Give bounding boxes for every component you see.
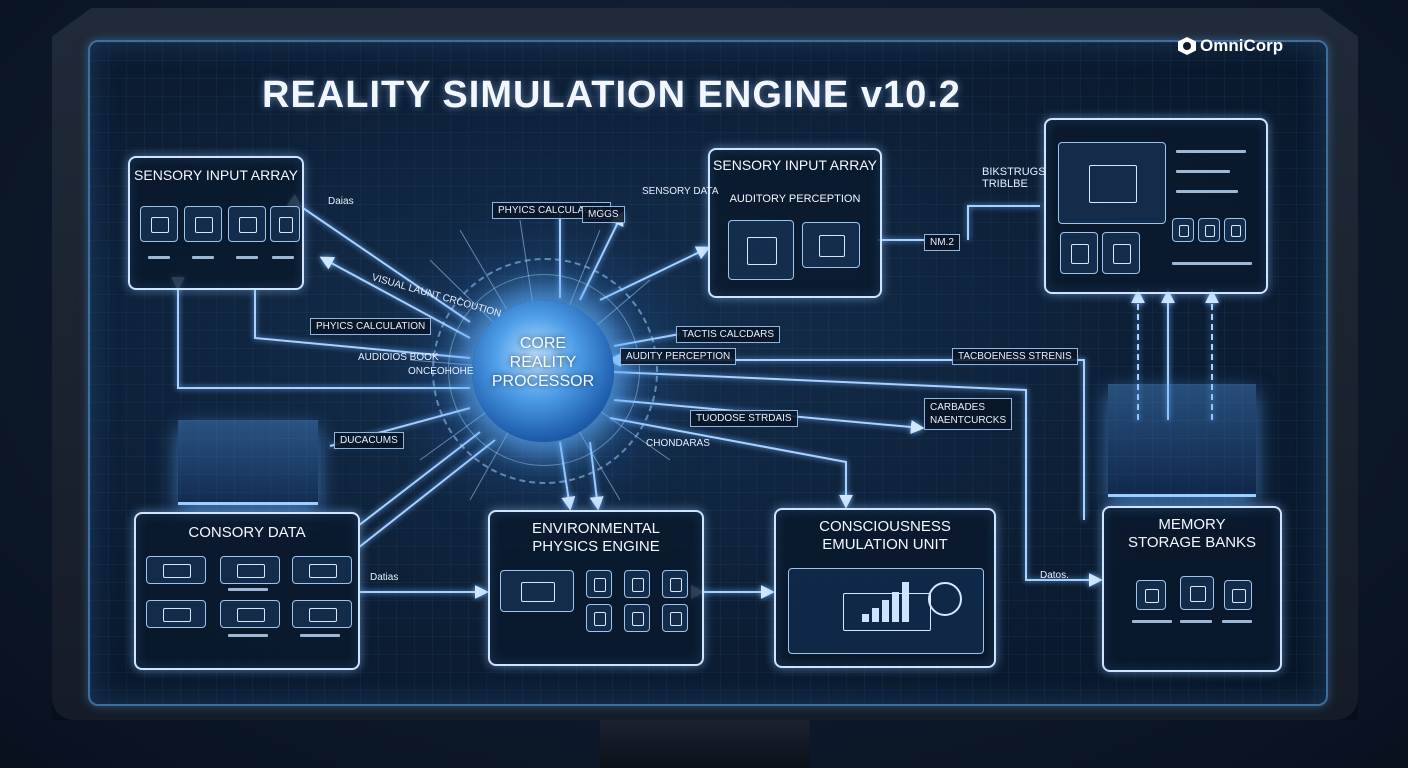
- panel-consory-data[interactable]: CONSORY DATA: [134, 512, 360, 670]
- data-tile-2: [220, 556, 280, 584]
- sensor-icon-2: [184, 206, 222, 242]
- panel-title: CONSORY DATA: [188, 524, 306, 541]
- brand-logo: OmniCorp: [1178, 36, 1283, 56]
- wire-monitor-nm: [967, 205, 1040, 240]
- panel-consciousness-emulation-unit[interactable]: CONSCIOUSNESS EMULATION UNIT: [774, 508, 996, 668]
- monitor-icon-1: [1172, 218, 1194, 242]
- data-tile-3: [292, 556, 352, 584]
- label-chondaras: CHONDARAS: [646, 438, 710, 449]
- core-inner-ring: [448, 274, 640, 466]
- hologram-left: [178, 420, 318, 505]
- label-data-bottom-right: Datos.: [1040, 570, 1069, 581]
- data-tile-4: [146, 600, 206, 628]
- monitor-icon-4: [1060, 232, 1098, 274]
- brand-name: OmniCorp: [1200, 36, 1284, 55]
- panel-title: SENSORY INPUT ARRAY: [713, 157, 877, 173]
- physics-tile-2: [624, 570, 650, 598]
- label-tactile-calc: TACTIS CALCDARS: [676, 326, 781, 343]
- memory-icon-3: [1224, 580, 1252, 610]
- sensor-icon-4: [270, 206, 300, 242]
- label-tuodose: TUODOSE STRDAIS: [690, 410, 798, 427]
- memory-icon-1: [1136, 580, 1166, 610]
- label-audio-book: AUDIOIOS BOOK: [358, 352, 439, 363]
- label-tacboeness: TACBOENESS STRENIS: [952, 348, 1078, 365]
- wire-sensory-left-core: [286, 193, 471, 323]
- core-outer-ring: [432, 258, 658, 484]
- label-sensory-data: SENSORY DATA: [642, 186, 719, 197]
- panel-title: ENVIRONMENTAL PHYSICS ENGINE: [531, 520, 661, 555]
- panel-sensory-input-left[interactable]: SENSORY INPUT ARRAY: [128, 156, 304, 290]
- monitor-icon-2: [1198, 218, 1220, 242]
- panel-system-monitor[interactable]: [1044, 118, 1268, 294]
- label-carbades: CARBADES NAENTCURCKS: [924, 398, 1013, 430]
- panel-subtitle: AUDITORY PERCEPTION: [729, 193, 861, 205]
- physics-tile-5: [624, 604, 650, 632]
- wire-consory-core: [357, 431, 481, 527]
- label-physics-calc-left: PHYICS CALCULATION: [310, 318, 432, 335]
- wire-memory-core: [607, 353, 1085, 520]
- sensor-icon-1: [140, 206, 178, 242]
- monitor-icon-3: [1224, 218, 1246, 242]
- label-data-top-left: Daias: [328, 196, 354, 207]
- data-tile-1: [146, 556, 206, 584]
- panel-sensory-input-right[interactable]: SENSORY INPUT ARRAY AUDITORY PERCEPTION: [708, 148, 882, 298]
- panel-memory-storage-banks[interactable]: MEMORY STORAGE BANKS: [1102, 506, 1282, 672]
- waveform-display: [728, 220, 794, 280]
- user-head-icon: [928, 582, 962, 616]
- core-label: CORE REALITY PROCESSOR: [491, 335, 595, 390]
- label-nm2: NM.2: [924, 234, 960, 251]
- audio-meter-display: [802, 222, 860, 268]
- omnicorp-logo-icon: [1178, 37, 1196, 55]
- bar-chart-icon: [862, 582, 912, 622]
- physics-tile-main: [500, 570, 574, 612]
- hologram-right: [1108, 384, 1256, 497]
- label-bikstrugs: BIKSTRUGS TRIBLBE: [982, 166, 1046, 190]
- panel-title: CONSCIOUSNESS EMULATION UNIT: [819, 518, 951, 553]
- panel-title: SENSORY INPUT ARRAY: [134, 167, 298, 183]
- label-onc: ONCEOHOHE: [408, 366, 474, 377]
- physics-tile-1: [586, 570, 612, 598]
- data-tile-5: [220, 600, 280, 628]
- page-title: REALITY SIMULATION ENGINE v10.2: [262, 74, 961, 116]
- sensor-icon-3: [228, 206, 266, 242]
- monitor-screen: [1058, 142, 1166, 224]
- physics-tile-4: [586, 604, 612, 632]
- label-data-bottom-left: Datias: [370, 572, 399, 583]
- wire-core-conscious: [609, 417, 853, 509]
- wire-core-memory2: [613, 371, 1103, 587]
- memory-icon-2: [1180, 576, 1214, 610]
- physics-tile-6: [662, 604, 688, 632]
- panel-title: MEMORY STORAGE BANKS: [1127, 516, 1257, 551]
- label-auditory-perception: AUDITY PERCEPTION: [620, 348, 737, 365]
- wire-left-loop: [171, 276, 470, 389]
- label-msgs: MGGS: [582, 206, 625, 223]
- monitor-icon-5: [1102, 232, 1140, 274]
- core-reality-processor[interactable]: [472, 300, 614, 442]
- panel-environmental-physics-engine[interactable]: ENVIRONMENTAL PHYSICS ENGINE: [488, 510, 704, 666]
- wire-left-loop2: [254, 290, 471, 359]
- physics-tile-3: [662, 570, 688, 598]
- label-ducacums: DUCACUMS: [334, 432, 404, 449]
- monitor-stand: [600, 720, 810, 768]
- data-tile-6: [292, 600, 352, 628]
